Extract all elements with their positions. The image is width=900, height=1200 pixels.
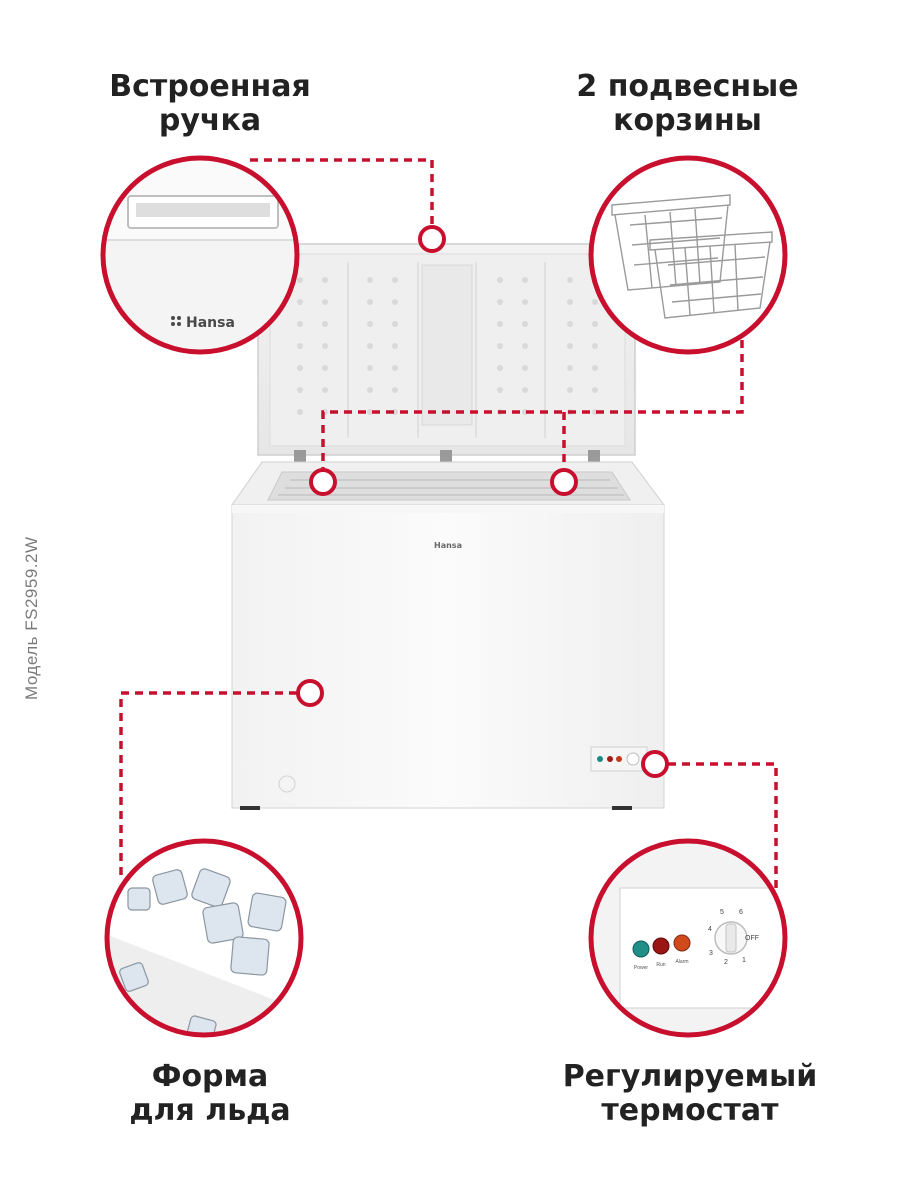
feature-title-handle: Встроенная ручка	[80, 70, 340, 138]
marker-ice-tray	[296, 679, 324, 707]
detail-circle-thermostat: Power Run Alarm OFF 1 2 3 4 5 6	[588, 838, 788, 1038]
lid-emboss-dot	[392, 277, 398, 283]
lid-emboss-dot	[322, 321, 328, 327]
lid-emboss-dot	[522, 343, 528, 349]
lid-emboss-dot	[592, 321, 598, 327]
dial-mark-2: 2	[724, 959, 728, 966]
lid-emboss-dot	[592, 387, 598, 393]
lid-emboss-dot	[367, 299, 373, 305]
freezer-body: Hansa	[231, 504, 665, 810]
feature-title-handle-line1: Встроенная	[109, 69, 311, 104]
basket-icon	[611, 194, 773, 319]
lid-emboss-dot	[567, 365, 573, 371]
lid-emboss-dot	[567, 277, 573, 283]
lid-emboss-dot	[497, 387, 503, 393]
lid-emboss-dot	[567, 387, 573, 393]
ice-cube-icon	[119, 868, 287, 1035]
lid-emboss-dot	[297, 409, 303, 415]
dial-mark-3: 3	[709, 950, 713, 957]
feature-title-ice-tray-line1: Форма	[151, 1059, 269, 1094]
lid-emboss-dot	[322, 299, 328, 305]
lid-emboss-dot	[367, 277, 373, 283]
dial-mark-off: OFF	[745, 935, 759, 942]
lid-emboss-dot	[567, 321, 573, 327]
lid-emboss-dot	[522, 365, 528, 371]
lid-emboss-dot	[567, 299, 573, 305]
lid-emboss-dot	[392, 365, 398, 371]
dial-mark-6: 6	[739, 909, 743, 916]
dial-mark-1: 1	[742, 957, 746, 964]
lid-emboss-dot	[297, 387, 303, 393]
hinge-center	[440, 450, 452, 462]
indicator-label-power: Power	[634, 965, 649, 971]
feature-title-handle-line2: ручка	[158, 103, 262, 138]
lid-emboss-dot	[367, 387, 373, 393]
lid-emboss-dot	[297, 343, 303, 349]
lid-emboss-dot	[392, 343, 398, 349]
indicator-label-alarm: Alarm	[675, 959, 688, 965]
brand-logo-icon	[171, 316, 181, 326]
lid-emboss-dot	[392, 387, 398, 393]
lid-emboss-dot	[367, 409, 373, 415]
lid-emboss-dot	[497, 321, 503, 327]
lid-emboss-dot	[522, 277, 528, 283]
lid-emboss-dot	[497, 343, 503, 349]
marker-basket-left	[309, 468, 337, 496]
feature-title-ice-tray: Форма для льда	[100, 1060, 320, 1128]
detail-circle-ice-tray	[104, 838, 304, 1038]
body-brand-label: Hansa	[434, 541, 462, 550]
indicator-label-run: Run	[656, 962, 665, 968]
lid-emboss-dot	[322, 387, 328, 393]
marker-handle	[418, 225, 446, 253]
feature-title-thermostat-line2: термостат	[601, 1093, 779, 1128]
lid-emboss-dot	[367, 343, 373, 349]
detail-circle-baskets	[588, 155, 788, 355]
lid-emboss-dot	[392, 299, 398, 305]
marker-thermostat	[641, 750, 669, 778]
lid-emboss-dot	[497, 277, 503, 283]
freezer-lid	[257, 243, 636, 456]
lid-emboss-dot	[367, 321, 373, 327]
freezer-opening	[231, 461, 665, 506]
marker-basket-right	[550, 468, 578, 496]
lid-emboss-dot	[322, 365, 328, 371]
drain-plug	[278, 775, 296, 793]
lid-emboss-dot	[497, 299, 503, 305]
lid-emboss-dot	[497, 365, 503, 371]
lid-emboss-dot	[522, 321, 528, 327]
callout-connectors	[119, 158, 778, 890]
feature-title-baskets-line1: 2 подвесные	[576, 69, 799, 104]
lid-emboss-dot	[297, 277, 303, 283]
lid-emboss-dot	[297, 321, 303, 327]
feature-title-ice-tray-line2: для льда	[129, 1093, 291, 1128]
lid-emboss-dot	[592, 365, 598, 371]
hinge-left	[294, 450, 306, 462]
hinge-right	[588, 450, 600, 462]
lid-emboss-dot	[297, 299, 303, 305]
handle-brand-label: Hansa	[186, 315, 235, 331]
lid-emboss-dot	[592, 343, 598, 349]
lid-emboss-dot	[322, 343, 328, 349]
lid-emboss-dot	[592, 299, 598, 305]
lid-emboss-dot	[567, 343, 573, 349]
lid-emboss-dot	[522, 387, 528, 393]
lid-emboss-dot	[367, 365, 373, 371]
dial-mark-4: 4	[708, 926, 712, 933]
lid-emboss-dot	[297, 365, 303, 371]
lid-emboss-dot	[522, 299, 528, 305]
lid-emboss-dot	[322, 277, 328, 283]
feature-title-thermostat: Регулируемый термостат	[545, 1060, 835, 1128]
feature-title-baskets: 2 подвесные корзины	[555, 70, 820, 138]
lid-emboss-dot	[392, 321, 398, 327]
feature-title-baskets-line2: корзины	[613, 103, 762, 138]
callout-markers	[296, 225, 669, 778]
dial-mark-5: 5	[720, 909, 724, 916]
feature-title-thermostat-line1: Регулируемый	[562, 1059, 818, 1094]
